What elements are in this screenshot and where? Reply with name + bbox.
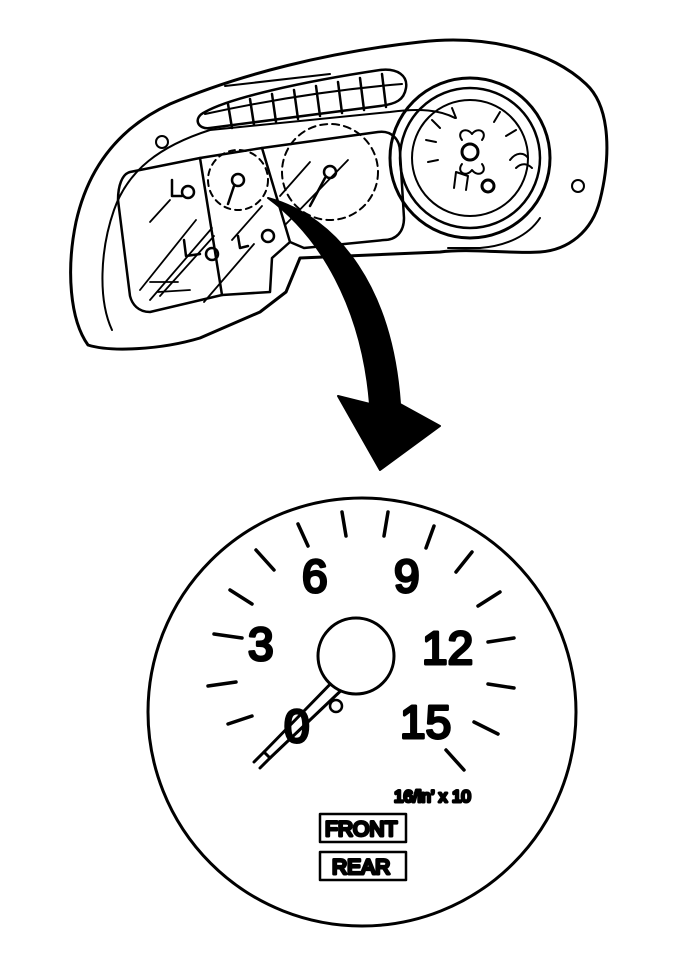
screw	[155, 135, 169, 149]
instrument-cluster	[69, 38, 609, 351]
scale-label-3: 3	[248, 618, 274, 670]
scale-label-9: 9	[394, 550, 420, 602]
display-grid	[196, 68, 408, 130]
gauge-ticks	[206, 510, 516, 772]
front-button-label: FRONT	[325, 818, 397, 841]
enlarged-gauge: 0 3 6 9 12 15 16/in’ x 10 FRONT REAR	[146, 496, 578, 928]
gauge-bezel	[146, 496, 578, 928]
left-panel	[116, 123, 406, 314]
gauge-unit-label: 16/in’ x 10	[394, 787, 471, 806]
scale-label-0: 0	[284, 700, 310, 752]
cluster-housing	[69, 38, 609, 351]
tachometer-gauge	[388, 76, 552, 249]
scale-label-15: 15	[400, 696, 451, 748]
rear-button-label: REAR	[332, 856, 390, 879]
scale-label-12: 12	[422, 622, 473, 674]
gauge-needle	[252, 616, 396, 770]
zoom-arrow-icon	[267, 197, 441, 471]
front-button[interactable]: FRONT	[318, 812, 408, 844]
scale-label-6: 6	[302, 550, 328, 602]
rear-button[interactable]: REAR	[318, 850, 408, 882]
screw	[571, 179, 585, 193]
